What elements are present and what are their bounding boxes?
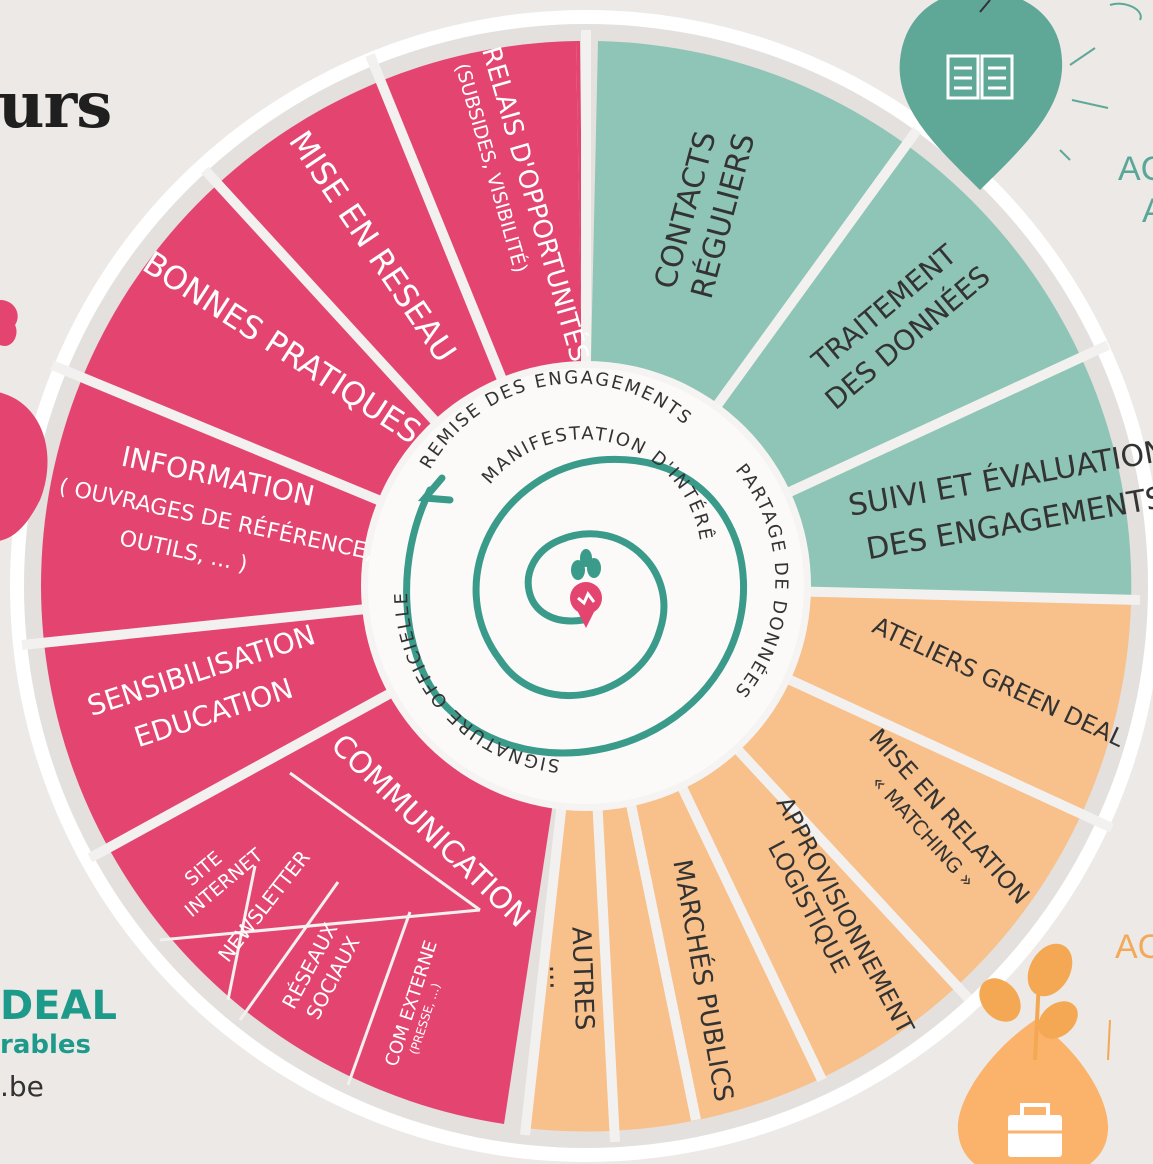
- left-pink-blob-small: [0, 300, 18, 346]
- red-sector: [40, 41, 586, 1124]
- left-pink-blob: [0, 392, 48, 541]
- page-title-fragment: urs: [0, 68, 112, 143]
- leaf-icon: [979, 943, 1078, 1061]
- spark-lines: [1059, 2, 1142, 161]
- logo-main-text: DEAL: [0, 983, 117, 1029]
- svg-text:AUTRES: AUTRES: [565, 926, 599, 1031]
- right-label-top-2: A: [1142, 192, 1153, 231]
- contacts-label: CONTACTS RÉGULIERS: [648, 128, 762, 303]
- logo-sub-text: rables: [0, 1030, 91, 1060]
- right-label-top: ACC: [1118, 150, 1153, 188]
- book-icon: [899, 0, 1063, 190]
- radish-icon: [570, 549, 602, 628]
- briefcase-icon: [957, 1020, 1109, 1164]
- autres-label: AUTRES ...: [543, 926, 599, 1031]
- right-label-bottom: ACC: [1115, 928, 1153, 966]
- svg-text:...: ...: [543, 964, 574, 990]
- spiral: [403, 455, 747, 757]
- communication-sublines: [159, 771, 481, 1086]
- logo-url: .be: [0, 1070, 44, 1103]
